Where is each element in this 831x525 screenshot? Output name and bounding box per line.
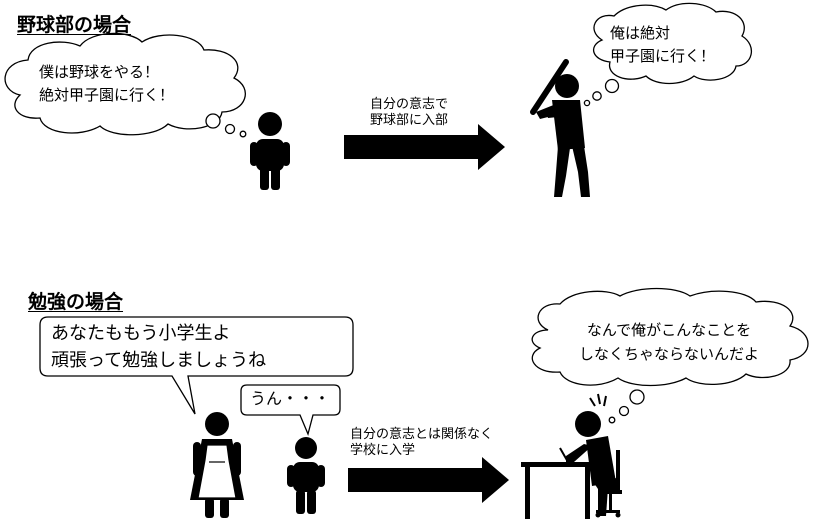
speech-bubble-child — [240, 384, 341, 437]
thought-text-right-top: 俺は絶対 甲子園に行く！ — [610, 24, 716, 65]
heading-baseball: 野球部の場合 — [17, 14, 132, 36]
arrow-caption-bottom: 自分の意志とは関係なく 学校に入学 — [350, 427, 494, 458]
heading-study: 勉強の場合 — [28, 291, 124, 313]
child-figure-top — [250, 112, 290, 190]
thought-cloud-right-bottom — [531, 287, 809, 424]
arrow-top — [344, 124, 505, 170]
child-reply-text: うん・・・ — [250, 389, 331, 408]
mother-speech-text: あなたももう小学生よ 頑張って勉強しましょうね — [51, 323, 267, 371]
thought-text-left: 僕は野球をやる！ 絶対甲子園に行く！ — [39, 63, 175, 104]
batter-figure — [530, 59, 590, 197]
mother-figure — [190, 412, 244, 518]
thought-cloud-left — [4, 32, 247, 138]
arrow-bottom — [348, 457, 509, 503]
arrow-caption-top: 自分の意志で 野球部に入部 — [369, 97, 448, 128]
thought-cloud-right-top — [583, 2, 752, 107]
thought-text-right-bottom: なんで俺がこんなことを しなくちゃならないんだよ — [579, 321, 760, 363]
student-at-desk — [521, 393, 622, 519]
child-figure-bottom — [287, 437, 325, 514]
speech-bubble-mother — [39, 316, 354, 415]
